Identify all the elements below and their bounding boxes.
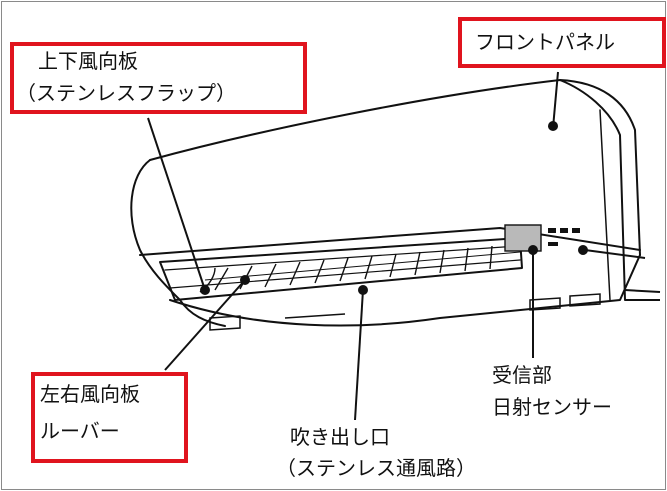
pointer-dot-vertical-vane [200, 285, 210, 295]
leader-outlet [354, 289, 364, 421]
pointer-dot-outlet [358, 285, 368, 295]
label-outlet-name: 吹き出し口 [290, 425, 390, 449]
label-vertical-vane-sub: （ステンレスフラップ） [16, 81, 236, 105]
unit-front-panel-outline [149, 79, 641, 256]
leader-front-panel [552, 71, 559, 129]
label-horizontal-louver-sub: ルーバー [40, 419, 120, 443]
unit-right-side [559, 79, 626, 301]
leader-sensor [584, 249, 646, 259]
leader-horizontal-louver [164, 279, 246, 371]
pointer-dot-sensor [578, 245, 588, 255]
receiver-window [504, 224, 542, 252]
label-outlet-sub: （ステンレス通風路） [276, 456, 476, 480]
label-vertical-vane-name: 上下風向板 [38, 49, 138, 73]
louver-slats [199, 245, 521, 293]
highlight-box-horizontal-louver [31, 372, 188, 463]
pointer-dot-receiver [528, 245, 538, 255]
unit-lower-body [169, 254, 641, 327]
pointer-dot-front-panel [548, 121, 558, 131]
leader-vertical-vane [147, 117, 206, 291]
unit-left-end [130, 159, 181, 301]
label-horizontal-louver-name: 左右風向板 [40, 382, 140, 406]
highlight-box-front-panel [458, 17, 666, 68]
outlet-opening [159, 237, 523, 301]
indicator-marks [548, 228, 580, 246]
label-solar-sensor: 日射センサー [492, 395, 612, 419]
label-front-panel: フロントパネル [475, 30, 615, 54]
unit-base-details [209, 289, 661, 331]
label-receiver: 受信部 [492, 363, 552, 387]
unit-bottom-edge [139, 227, 641, 256]
highlight-box-vertical-vane [10, 42, 307, 114]
pointer-dot-horizontal-louver [240, 275, 250, 285]
